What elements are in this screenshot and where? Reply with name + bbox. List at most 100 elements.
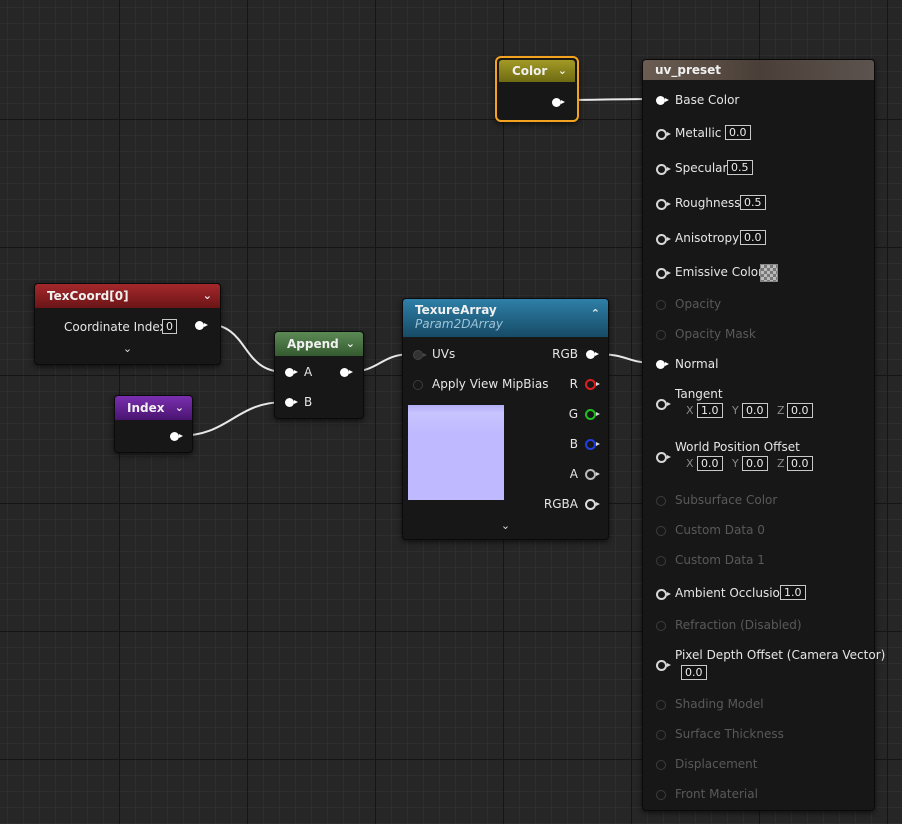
material-input-label: Surface Thickness (675, 727, 784, 741)
material-input-pin[interactable] (656, 399, 671, 410)
material-input-pin[interactable] (656, 96, 669, 105)
append-input-a-pin[interactable] (285, 368, 298, 377)
material-input-pin[interactable] (656, 730, 666, 740)
expand-chevron-icon[interactable]: ⌄ (500, 519, 511, 532)
append-output-pin[interactable] (340, 368, 353, 377)
material-input-pin[interactable] (656, 556, 666, 566)
index-output-pin[interactable] (170, 432, 183, 441)
material-result-title: uv_preset (655, 63, 722, 77)
r-output-pin[interactable] (585, 379, 600, 390)
append-node[interactable]: Append ⌄ A B (274, 331, 364, 419)
material-input-pin[interactable] (656, 790, 666, 800)
material-input-label: Roughness (675, 196, 741, 210)
material-input-pin[interactable] (656, 199, 671, 210)
material-input-label: Normal (675, 357, 719, 371)
vector-z-field[interactable]: 0.0 (787, 403, 813, 418)
vector-z-field[interactable]: 0.0 (787, 456, 813, 471)
material-input-value-field[interactable]: 0.0 (725, 125, 751, 140)
wire-index-to-append-b (177, 401, 286, 437)
material-input-pin[interactable] (656, 164, 671, 175)
material-input-pin[interactable] (656, 621, 666, 631)
material-input-pin[interactable] (656, 360, 669, 369)
index-node-title: Index (127, 401, 165, 415)
rgb-output-label: RGB (552, 347, 578, 361)
material-input-label: World Position Offset (675, 440, 800, 454)
vector-x-field[interactable]: 1.0 (697, 403, 723, 418)
texture-array-node-header[interactable]: TexureArray Param2DArray ⌃ (403, 299, 608, 337)
rgb-output-pin[interactable] (586, 350, 599, 359)
material-input-label: Opacity (675, 297, 722, 311)
texcoord-output-pin[interactable] (195, 321, 208, 330)
material-input-pin[interactable] (656, 268, 671, 279)
material-input-label: Custom Data 1 (675, 553, 765, 567)
material-input-label: Tangent (675, 387, 723, 401)
a-output-label: A (569, 467, 578, 481)
coordinate-index-field[interactable]: 0 (162, 319, 177, 334)
vector-y-field[interactable]: 0.0 (742, 403, 768, 418)
expand-chevron-icon[interactable]: ⌄ (122, 342, 133, 355)
material-input-label: Ambient Occlusion (675, 586, 788, 600)
material-input-label: Anisotropy (675, 231, 740, 245)
collapse-chevron-icon[interactable]: ⌃ (590, 307, 600, 320)
color-node[interactable]: Color ⌄ (495, 56, 579, 122)
material-input-value-field[interactable]: 0.0 (740, 230, 766, 245)
material-input-value-field[interactable]: 0.5 (740, 195, 766, 210)
material-input-pin[interactable] (656, 700, 666, 710)
chevron-down-icon[interactable]: ⌄ (174, 401, 184, 414)
append-node-header[interactable]: Append ⌄ (275, 332, 363, 356)
rgba-output-pin[interactable] (585, 499, 600, 510)
texcoord-node-header[interactable]: TexCoord[0] ⌄ (35, 284, 220, 308)
color-node-header[interactable]: Color ⌄ (499, 60, 575, 82)
material-input-label: Pixel Depth Offset (Camera Vector) (675, 648, 886, 662)
color-node-title: Color (512, 64, 548, 78)
material-input-pin[interactable] (656, 300, 666, 310)
axis-z-label: Z (777, 404, 785, 417)
material-input-pin[interactable] (656, 660, 671, 671)
material-input-pin[interactable] (656, 452, 671, 463)
append-input-b-pin[interactable] (285, 398, 298, 407)
index-node[interactable]: Index ⌄ (114, 395, 193, 453)
texcoord-node[interactable]: TexCoord[0] ⌄ Coordinate Index 0 ⌄ (34, 283, 221, 365)
material-input-label: Opacity Mask (675, 327, 756, 341)
g-output-label: G (568, 407, 578, 421)
uvs-input-pin[interactable] (413, 350, 427, 360)
material-input-pin[interactable] (656, 129, 671, 140)
material-input-label: Shading Model (675, 697, 764, 711)
vector-x-field[interactable]: 0.0 (697, 456, 723, 471)
chevron-down-icon[interactable]: ⌄ (202, 289, 212, 302)
material-input-pin[interactable] (656, 234, 671, 245)
uvs-input-label: UVs (432, 347, 456, 361)
material-input-label: Front Material (675, 787, 758, 801)
a-output-pin[interactable] (585, 469, 600, 480)
material-input-pin[interactable] (656, 526, 666, 536)
material-input-pin[interactable] (656, 760, 666, 770)
texture-array-node[interactable]: TexureArray Param2DArray ⌃ UVs Apply Vie… (402, 298, 609, 540)
index-node-header[interactable]: Index ⌄ (115, 396, 192, 420)
vector-y-field[interactable]: 0.0 (742, 456, 768, 471)
chevron-down-icon[interactable]: ⌄ (557, 64, 567, 77)
material-input-value-field[interactable]: 0.0 (681, 665, 707, 680)
material-input-value-field[interactable]: 1.0 (780, 585, 806, 600)
axis-z-label: Z (777, 457, 785, 470)
apply-view-mipbias-pin[interactable] (413, 380, 423, 390)
r-output-label: R (569, 377, 578, 391)
b-output-pin[interactable] (585, 439, 600, 450)
material-input-value-field[interactable]: 0.5 (727, 160, 753, 175)
color-output-pin[interactable] (552, 98, 565, 107)
texture-preview-image (408, 405, 504, 500)
chevron-down-icon[interactable]: ⌄ (345, 337, 355, 350)
material-input-label: Specular (675, 161, 728, 175)
material-input-label: Base Color (675, 93, 740, 107)
axis-y-label: Y (732, 404, 739, 417)
append-node-title: Append (287, 337, 339, 351)
axis-x-label: X (686, 404, 694, 417)
checker-swatch-icon[interactable] (760, 264, 778, 282)
material-input-pin[interactable] (656, 589, 671, 600)
material-input-pin[interactable] (656, 330, 666, 340)
material-result-header[interactable]: uv_preset (643, 60, 874, 80)
texture-array-subtitle: Param2DArray (415, 317, 503, 331)
material-input-label: Metallic (675, 126, 722, 140)
g-output-pin[interactable] (585, 409, 600, 420)
material-input-pin[interactable] (656, 496, 666, 506)
